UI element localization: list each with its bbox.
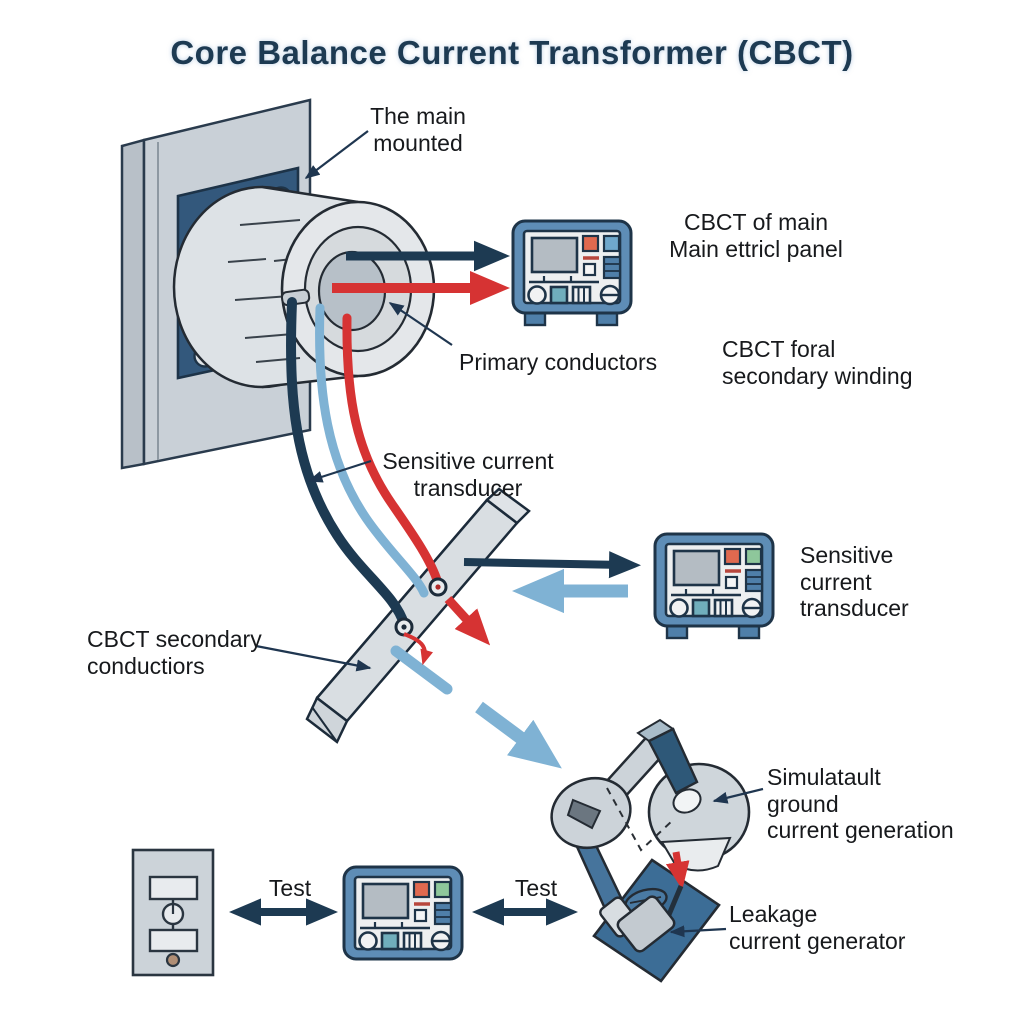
blue-wire bbox=[315, 303, 429, 598]
label-sensitive-transducer-mid: Sensitive current transducer bbox=[382, 448, 554, 501]
measurement-device-icon-3 bbox=[342, 865, 464, 961]
leakage-generator-rig bbox=[550, 718, 751, 983]
label-sensitive-transducer-right: Sensitive current transducer bbox=[800, 542, 909, 622]
leader-lines bbox=[255, 130, 764, 938]
disc-slot bbox=[566, 798, 602, 830]
red-wire bbox=[342, 313, 443, 588]
label-leakage-generator: Leakage current generator bbox=[729, 901, 906, 954]
probe bbox=[647, 727, 699, 795]
alignment-dashes bbox=[606, 787, 674, 852]
diagram-title: Core Balance Current Transformer (CBCT) bbox=[170, 34, 854, 71]
label-main-mounted: The main mounted bbox=[370, 103, 466, 156]
blue-wire-under-bar bbox=[390, 645, 453, 695]
generator-block bbox=[616, 895, 676, 953]
leader-main-mounted bbox=[304, 130, 369, 179]
panel-dot bbox=[165, 952, 181, 968]
probe-target bbox=[672, 788, 702, 814]
bar-to-device-arrow bbox=[463, 551, 641, 579]
busbar-terminals bbox=[394, 577, 448, 666]
label-cbct-secondary-winding: CBCT foral secondary winding bbox=[722, 336, 913, 389]
navy-wire bbox=[286, 297, 409, 629]
measurement-device-icon-2 bbox=[653, 532, 775, 640]
label-test-left: Test bbox=[268, 875, 312, 901]
secondary-conductors bbox=[286, 297, 453, 695]
injection-red-arrow bbox=[665, 851, 690, 890]
leakage-red-arrow bbox=[444, 595, 491, 646]
to-generator-arrow bbox=[475, 701, 562, 769]
leader-primary bbox=[388, 302, 453, 346]
rotation-arrow bbox=[403, 632, 433, 666]
label-cbct-secondary-conductors: CBCT secondary conductiors bbox=[87, 626, 262, 679]
injection-lead bbox=[665, 885, 684, 918]
measurement-device-icon-1 bbox=[511, 219, 633, 327]
label-test-right: Test bbox=[514, 875, 558, 901]
label-primary-conductors: Primary conductors bbox=[459, 349, 658, 375]
leader-cbct-secondary bbox=[255, 644, 372, 672]
flow-arrows bbox=[332, 240, 641, 769]
leader-sensitive-mid bbox=[307, 459, 372, 483]
label-simulated-ground-current: Simulatault ground current generation bbox=[767, 764, 954, 844]
leader-leakage bbox=[669, 925, 727, 938]
switch-panel-icon bbox=[131, 848, 215, 977]
transducer-busbar bbox=[305, 487, 531, 744]
leader-sim-ground bbox=[712, 787, 764, 804]
label-cbct-of-main: CBCT of main Main ettricl panel bbox=[669, 209, 843, 262]
